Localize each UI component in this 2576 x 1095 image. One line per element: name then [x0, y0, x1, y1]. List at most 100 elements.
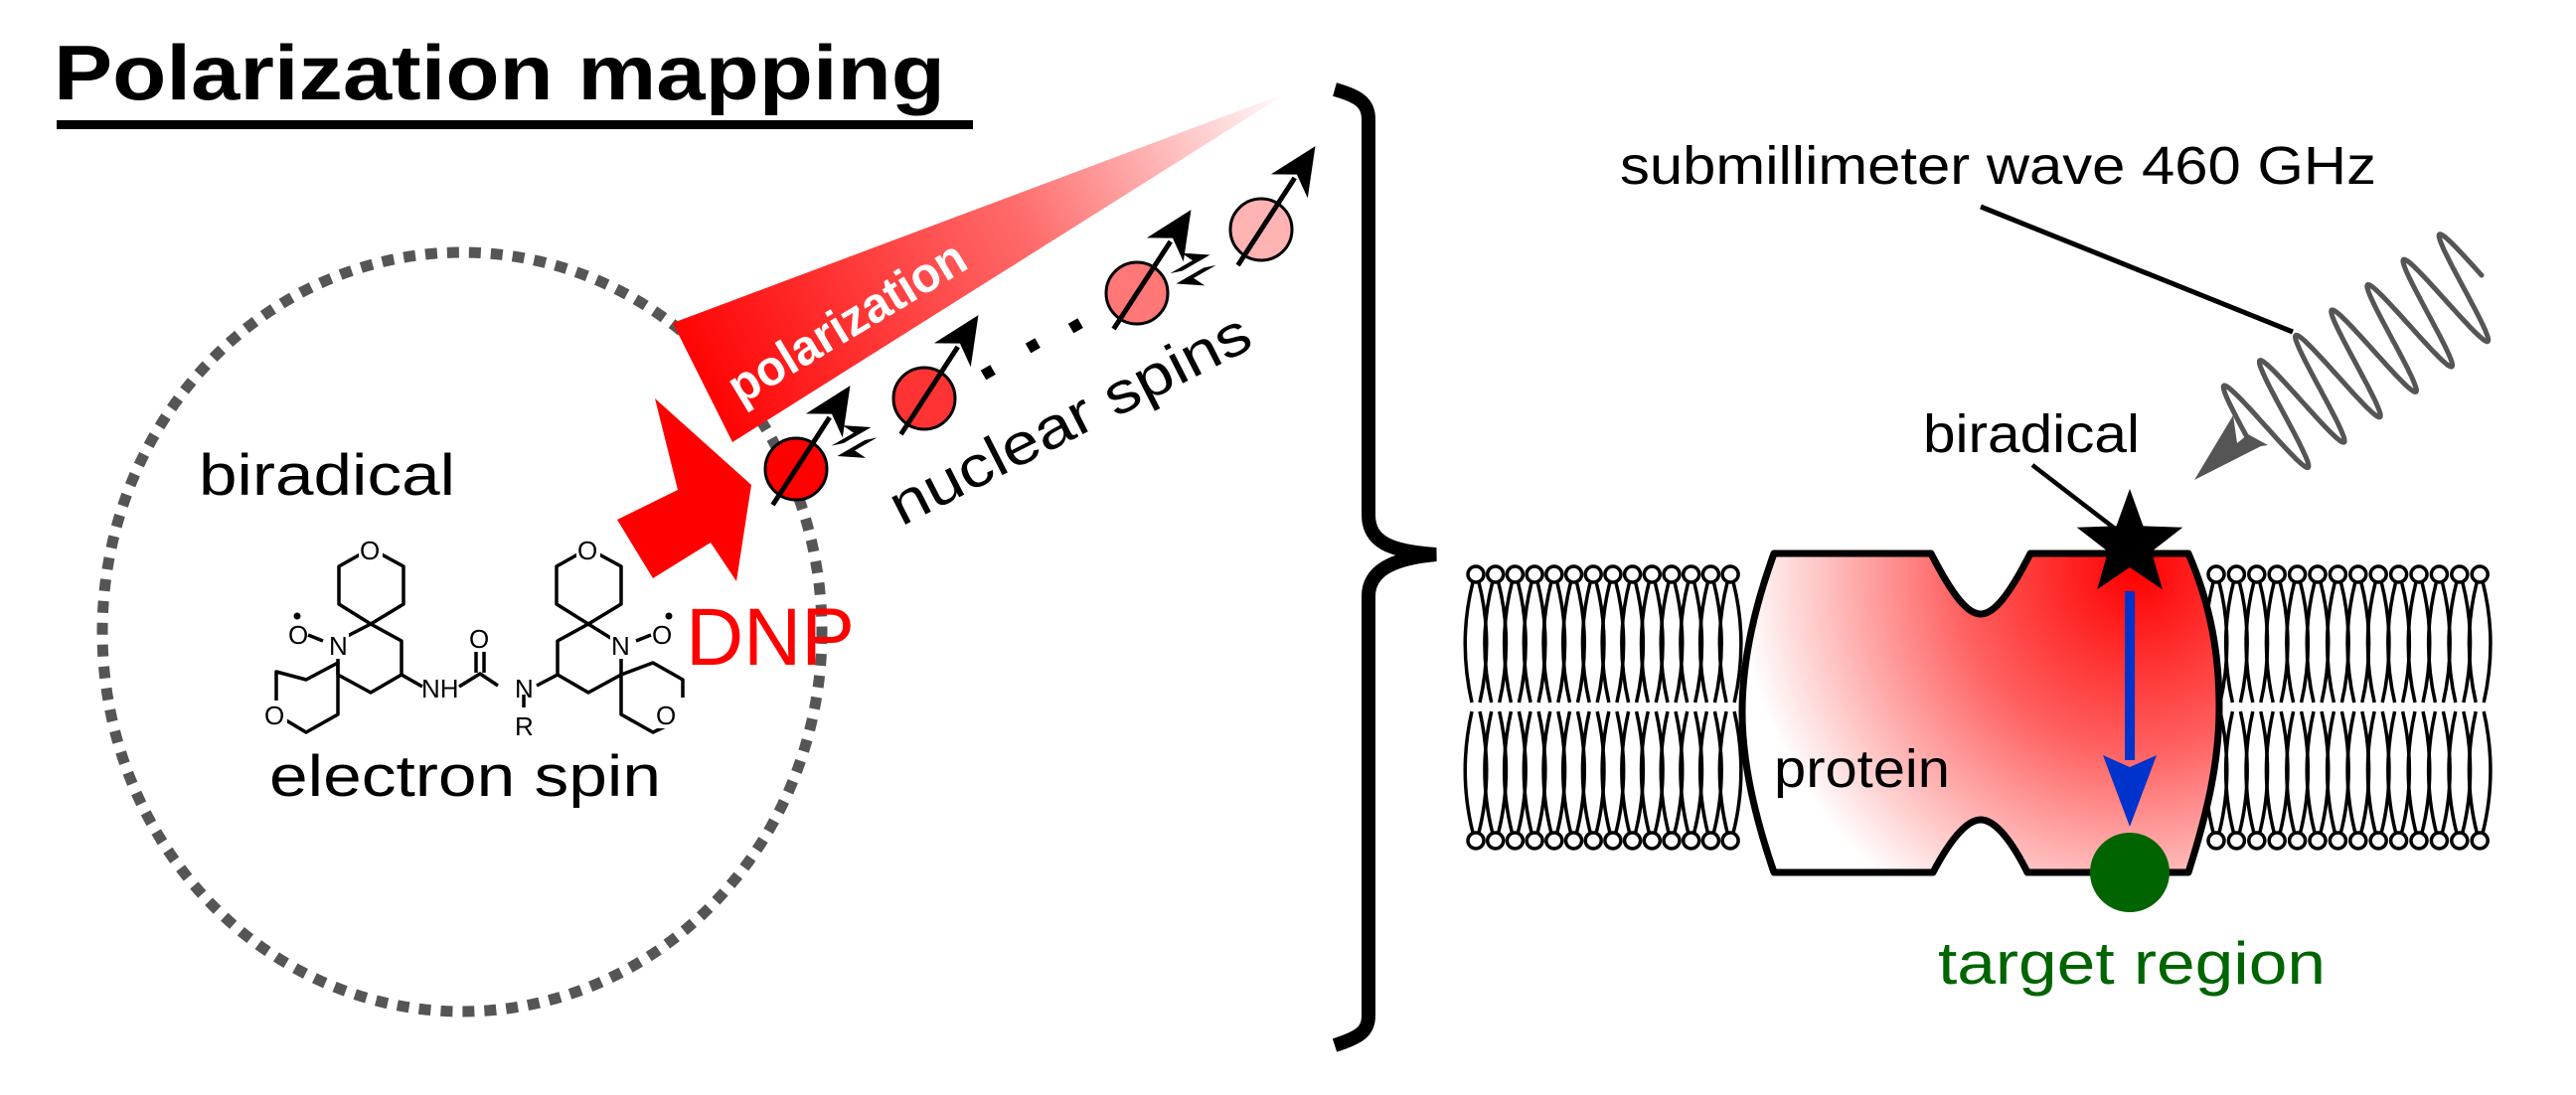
lipid-tail [1580, 581, 1606, 704]
right-panel: submillimeter wave 460 GHz protein targe… [1463, 136, 2493, 997]
lipid-tail [1483, 581, 1509, 704]
lipid-head [1603, 564, 1623, 584]
lipid-tail [1679, 710, 1704, 834]
lipid-tail [2223, 581, 2249, 704]
atom-o-top-left: O [360, 536, 380, 565]
lipid-tail [1580, 710, 1606, 834]
nuclear-spin-chain [763, 146, 1316, 507]
carbonyl-double-bond [474, 652, 486, 673]
lipid-tail [1502, 710, 1528, 834]
molecule-atom-labels: O O O O N N O O NH O N R [263, 535, 679, 741]
lipid [1502, 564, 1528, 851]
submillimeter-wave-icon [2220, 232, 2492, 471]
lipid-head [1544, 831, 1564, 851]
lipid-head [2247, 831, 2267, 851]
lipid [2285, 564, 2311, 851]
lipid [1679, 564, 1704, 851]
flip-flop-exchange-icon [831, 425, 878, 458]
submillimeter-wave-label: submillimeter wave 460 GHz [1620, 136, 2376, 196]
lipid-head [1544, 564, 1564, 584]
lipid-tail [2447, 710, 2473, 834]
lipid-head [1681, 564, 1701, 584]
lipid [1541, 564, 1567, 851]
lipid-tail [1600, 710, 1626, 834]
lipid-tail [2426, 710, 2452, 834]
urea-bonds [458, 672, 499, 689]
lipid-head [2206, 831, 2226, 851]
lipid-tail [2406, 581, 2432, 704]
atom-r-group: R [515, 711, 534, 741]
lipid-head [1563, 564, 1584, 584]
lipid-head [2267, 831, 2287, 851]
lipid [2447, 564, 2473, 851]
flip-flop-exchange-icon [1170, 252, 1216, 286]
right-piperidine-chain [536, 656, 623, 695]
left-panel: biradical electron spin [96, 92, 1316, 1017]
polarization-transfer-arrow-shaft [2125, 591, 2135, 760]
lipid-tail [2386, 710, 2412, 834]
lipid-head [1525, 831, 1544, 851]
lipid-head [1662, 831, 1682, 851]
atom-bg [263, 701, 287, 728]
lipid [2325, 564, 2350, 851]
lipid-head [2429, 564, 2450, 584]
lipid-tail [2426, 581, 2452, 704]
lipid-head [1583, 564, 1603, 584]
lipid-tail [1483, 710, 1509, 834]
lipid-head [1525, 564, 1544, 584]
right-no-bond [635, 633, 652, 643]
lipid-tail [1561, 710, 1586, 834]
target-region-label: target region [1938, 930, 2326, 997]
lipid-tail [1697, 710, 1723, 834]
ellipsis-dot [980, 365, 996, 381]
lipid-tail [1639, 710, 1665, 834]
lipid-head [2450, 564, 2470, 584]
lipid-tail [2325, 581, 2350, 704]
lipid-tail [1541, 581, 1567, 704]
target-region-marker [2090, 833, 2170, 912]
lipid-head [1700, 831, 1721, 851]
lipid-head [2348, 831, 2368, 851]
lipid-head [2368, 831, 2388, 851]
lipid-head [1622, 831, 1643, 851]
atom-n-right: N [611, 631, 630, 661]
lipid-tail [1697, 581, 1723, 704]
protein-label: protein [1774, 739, 1950, 799]
lipid-tail [1639, 581, 1665, 704]
lipid-head [1466, 564, 1486, 584]
spin-arrow-shaft [898, 345, 960, 436]
lipid-head [2226, 564, 2247, 584]
lipid [1659, 564, 1685, 851]
flop-arrow [837, 437, 878, 458]
atom-bg [576, 535, 600, 562]
lipid-tail [2406, 710, 2432, 834]
lipid-tail [2345, 581, 2371, 704]
spin-up-arrow-icon [1270, 146, 1316, 199]
atom-n-left: N [329, 631, 348, 661]
lipid-head [2348, 564, 2368, 584]
title-block: Polarization mapping [54, 29, 973, 129]
lipid-tail [2244, 710, 2270, 834]
left-no-bond [307, 633, 324, 643]
lipid-head [1681, 831, 1701, 851]
nuclear-spin [1104, 210, 1192, 331]
spin-arrow-shaft [1235, 176, 1297, 267]
lipid-head [1642, 831, 1663, 851]
lipid-tail [1522, 710, 1547, 834]
nuclear-spin [891, 315, 979, 436]
polarization-wedge-shape [673, 92, 1288, 442]
lipid-head [2287, 831, 2308, 851]
lipid-head [2388, 831, 2409, 851]
lipid-tail [2447, 581, 2473, 704]
dnp-label: DNP [686, 592, 855, 683]
lipid-head [1485, 564, 1506, 584]
lipid [2426, 564, 2452, 851]
atom-bg [327, 631, 349, 659]
atom-carbonyl-o: O [469, 624, 489, 654]
flip-arrow [1170, 252, 1210, 274]
lipid-head [1583, 831, 1603, 851]
lipid-head [1720, 564, 1740, 584]
lipid-head [2267, 564, 2287, 584]
wave-arrowhead-icon [2194, 415, 2268, 480]
